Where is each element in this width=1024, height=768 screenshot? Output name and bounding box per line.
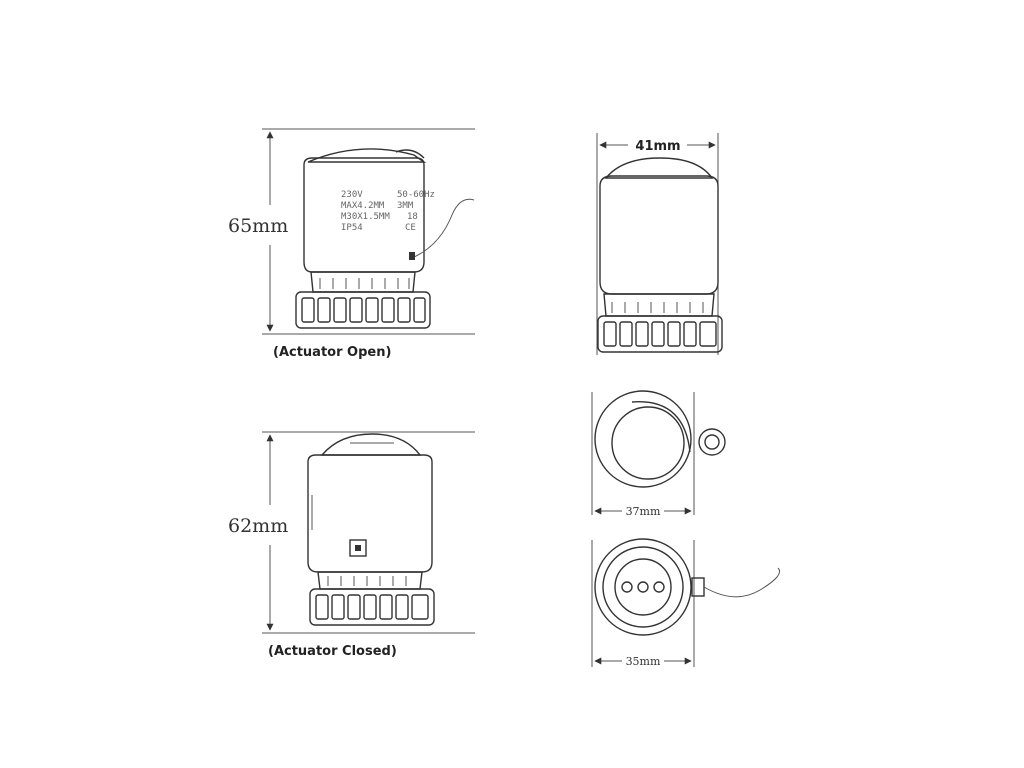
mounting-nut	[597, 315, 723, 353]
closed-height-label: 62mm	[228, 515, 288, 537]
label-line-3-left: M30X1.5MM	[341, 212, 390, 222]
actuator-closed-view: 62mm (Actuator Closed)	[228, 431, 475, 659]
outer-rim	[594, 390, 692, 488]
top-width-label: 37mm	[626, 505, 661, 518]
closed-caption: (Actuator Closed)	[268, 644, 397, 659]
mounting-nut	[295, 291, 431, 329]
outer-rim	[594, 538, 692, 636]
stroke-indicator-band	[603, 293, 715, 317]
open-height-label: 65mm	[228, 215, 288, 237]
nut-knurls	[315, 594, 429, 620]
power-cable	[703, 567, 780, 598]
label-line-4-left: IP54	[341, 223, 363, 233]
mounting-nut	[309, 588, 435, 626]
nut-knurls	[301, 297, 426, 323]
power-cable	[413, 198, 475, 258]
front-width-label: 41mm	[635, 139, 680, 154]
stroke-ticks	[319, 278, 410, 289]
cap-groove	[631, 401, 691, 453]
actuator-cap	[320, 433, 422, 456]
stroke-indicator-band	[310, 271, 416, 293]
cable-entry	[409, 252, 415, 260]
actuator-body	[307, 454, 433, 573]
actuator-body	[303, 157, 425, 273]
inner-cap	[611, 406, 685, 480]
label-line-1-right: 50-60Hz	[397, 190, 435, 200]
actuator-front-view: 41mm	[596, 133, 723, 355]
position-indicator	[355, 545, 361, 551]
actuator-top-view: 37mm	[591, 390, 726, 518]
actuator-open-view: 65mm 230V 50-60Hz MAX4.2MM 3MM M30X1.5MM…	[228, 128, 475, 360]
thread-ring	[602, 546, 684, 628]
label-line-3-right: 18	[407, 212, 418, 222]
stroke-ticks	[611, 302, 704, 313]
position-indicator-window	[349, 539, 367, 557]
label-line-1-left: 230V	[341, 190, 363, 200]
cap-lever	[395, 149, 425, 159]
label-line-2-right: 3MM	[397, 201, 414, 211]
label-line-2-left: MAX4.2MM	[341, 201, 385, 211]
cable-ring-tab	[698, 428, 726, 456]
pin-holes	[621, 581, 665, 593]
inner-face	[614, 558, 672, 616]
nut-knurls	[603, 321, 717, 347]
open-caption: (Actuator Open)	[273, 345, 391, 360]
stroke-ticks	[327, 576, 407, 586]
ce-mark: CE	[405, 223, 416, 233]
actuator-bottom-view: 35mm	[591, 538, 780, 668]
bottom-width-label: 35mm	[626, 655, 661, 668]
actuator-body	[599, 175, 719, 295]
rating-label: 230V 50-60Hz MAX4.2MM 3MM M30X1.5MM 18 I…	[341, 190, 435, 233]
actuator-cap	[604, 157, 714, 179]
actuator-cap	[307, 148, 427, 163]
